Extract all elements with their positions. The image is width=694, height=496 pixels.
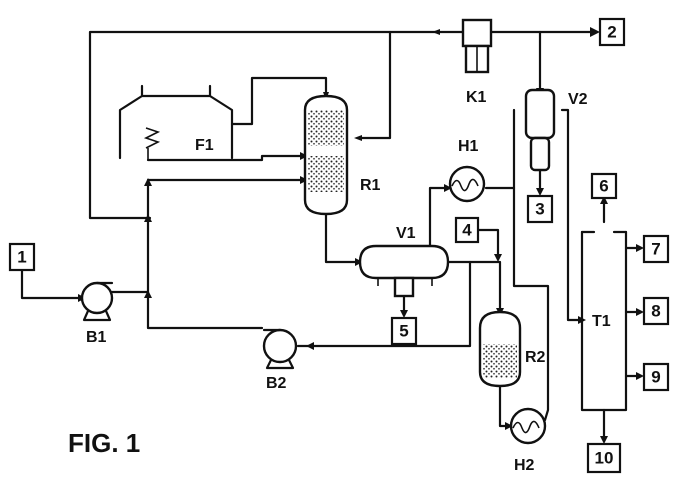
furnace-f1-body (118, 84, 234, 160)
arrow-to-h2 (505, 422, 513, 430)
pump-b1: B1 (80, 281, 114, 346)
arrow-to-stream-9 (636, 372, 644, 380)
label-b1: B1 (86, 329, 107, 346)
stream-4-line (476, 228, 500, 260)
reactor-r1-bed-lower (308, 156, 344, 192)
arrow-to-stream-10 (600, 436, 608, 444)
arrow-up-b1 (144, 290, 152, 298)
stream-box-7: 7 (642, 234, 670, 264)
k1-return-line (356, 30, 392, 140)
compressor-k1-top (461, 18, 493, 48)
v1-to-b2-line (296, 260, 472, 348)
stream-label-9: 9 (651, 368, 660, 387)
stream-label-6: 6 (599, 177, 608, 196)
reactor-r1-bed-upper (308, 110, 344, 146)
reactor-r2-bed (483, 344, 517, 378)
pump-b1-base (82, 309, 112, 322)
arrow-to-h1 (444, 184, 452, 192)
stream-box-10: 10 (586, 442, 622, 474)
stream-box-4: 4 (454, 216, 480, 244)
separator-v2-lower (529, 136, 551, 172)
pump-b2-base (265, 358, 295, 370)
drum-v1: V1 (358, 225, 450, 298)
heat-exchanger-h2: H2 (509, 407, 547, 474)
heat-exchanger-h1: H1 (448, 138, 486, 203)
reactor-r2: R2 (478, 310, 546, 388)
stream-box-9: 9 (642, 362, 670, 392)
riser-line (512, 108, 550, 422)
drum-v1-legs (377, 278, 433, 286)
separator-v2-upper (524, 88, 556, 140)
arrow-to-stream-8 (636, 308, 644, 316)
b2-return-line (146, 290, 264, 330)
label-b2: B2 (266, 375, 287, 392)
heat-exchanger-h2-coil-icon (512, 420, 540, 434)
arrow-to-b2 (306, 342, 314, 350)
stream-label-1: 1 (17, 248, 26, 267)
separator-v2: V2 (524, 88, 588, 172)
drum-v1-vessel (358, 244, 450, 280)
label-r1: R1 (360, 177, 381, 194)
arrow-top-line (432, 29, 440, 35)
r1-to-v1-line (324, 212, 362, 264)
stream-label-10: 10 (595, 449, 614, 468)
stream-label-8: 8 (651, 302, 660, 321)
stream-box-6: 6 (590, 172, 618, 200)
v1-to-r2-line (444, 260, 502, 314)
label-k1: K1 (466, 89, 487, 106)
stream-box-8: 8 (642, 296, 670, 326)
column-t1-shell (580, 230, 628, 412)
compressor-k1: K1 (461, 18, 493, 106)
arrow-stream-4 (494, 254, 502, 262)
arrow-to-r1-side (354, 135, 362, 141)
stream-box-5: 5 (390, 316, 418, 346)
b1-outlet-line (110, 178, 307, 294)
pump-b2-body (262, 328, 298, 364)
reactor-r1: R1 (303, 94, 381, 216)
figure-caption: FIG. 1 (68, 428, 140, 458)
v2-to-t1-line (560, 108, 584, 322)
label-t1: T1 (592, 313, 611, 330)
stream-boxes: 1 2 3 4 5 6 7 8 (8, 17, 670, 474)
top-recycle-line (88, 30, 592, 220)
arrow-to-stream-6 (600, 196, 608, 204)
stream-box-1: 1 (8, 242, 36, 272)
label-v1: V1 (396, 225, 416, 242)
column-t1: T1 (580, 230, 628, 412)
stream-label-7: 7 (651, 240, 660, 259)
drum-v1-boot (393, 276, 415, 298)
stream-label-2: 2 (607, 23, 616, 42)
stream-label-5: 5 (399, 322, 408, 341)
arrow-up-left-riser (144, 214, 152, 222)
arrow-to-stream-5 (400, 310, 408, 318)
stream-box-2: 2 (598, 17, 626, 47)
pump-b1-body (80, 281, 114, 315)
pump-b2: B2 (262, 328, 298, 392)
arrow-to-stream-2 (590, 27, 600, 37)
label-h1: H1 (458, 138, 479, 155)
arrow-to-stream-3 (536, 188, 544, 196)
f1-to-r1-top (230, 76, 328, 126)
flow-arrows (78, 27, 644, 444)
label-f1: F1 (195, 137, 214, 154)
stream-label-3: 3 (535, 200, 544, 219)
stream-1-line (20, 268, 84, 300)
stream-label-4: 4 (462, 221, 472, 240)
label-r2: R2 (525, 349, 546, 366)
label-h2: H2 (514, 457, 535, 474)
v1-to-h1-line (428, 186, 450, 250)
furnace-coil-icon (143, 127, 161, 149)
stream-box-3: 3 (526, 194, 554, 224)
furnace-f1: F1 (118, 84, 234, 160)
r2-to-h2-line (498, 384, 512, 428)
f1-to-r1-mid (146, 154, 307, 162)
heat-exchanger-h1-shell (448, 165, 486, 203)
heat-exchanger-h2-shell (509, 407, 547, 445)
arrow-to-stream-7 (636, 244, 644, 252)
heat-exchanger-h1-coil-icon (451, 178, 479, 192)
label-v2: V2 (568, 91, 588, 108)
arrow-up-to-f1 (144, 178, 152, 186)
